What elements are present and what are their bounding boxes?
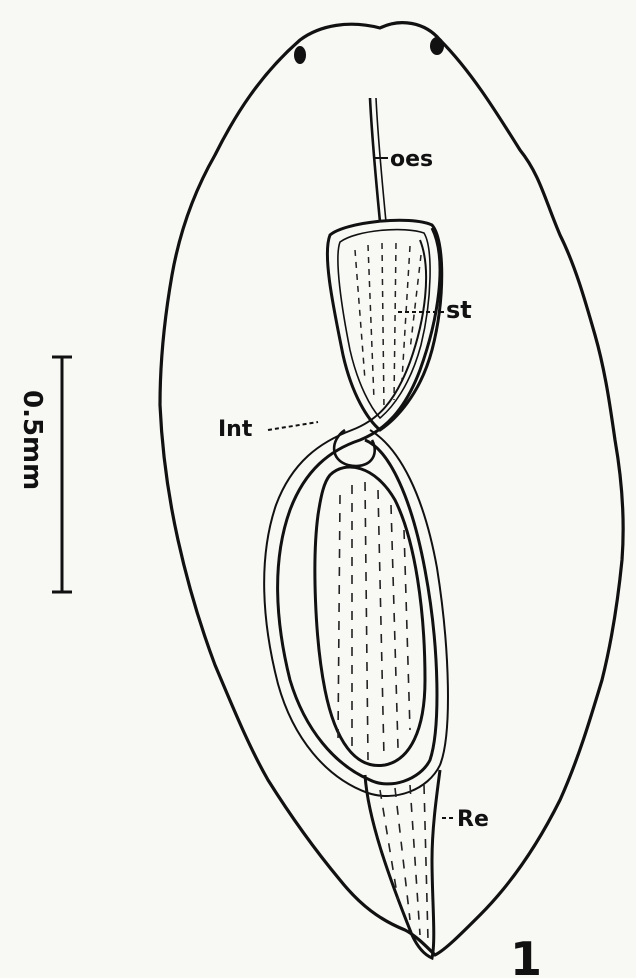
label-st: st xyxy=(446,296,472,324)
caecum-sac xyxy=(315,467,425,766)
oesophagus xyxy=(370,98,380,222)
leader-lines xyxy=(268,158,455,818)
scale-bar-label: 0.5mm xyxy=(17,390,47,490)
label-oes: oes xyxy=(390,147,433,172)
caecum-striations xyxy=(338,482,410,760)
intestine-inner xyxy=(264,240,448,796)
figure-number: 1 xyxy=(510,932,542,978)
eyespot-left xyxy=(294,46,306,64)
stomach-striations xyxy=(355,243,421,410)
label-re: Re xyxy=(457,807,489,832)
eyespot-right xyxy=(430,37,444,55)
label-int: Int xyxy=(218,417,253,442)
scale-bar xyxy=(52,357,72,592)
